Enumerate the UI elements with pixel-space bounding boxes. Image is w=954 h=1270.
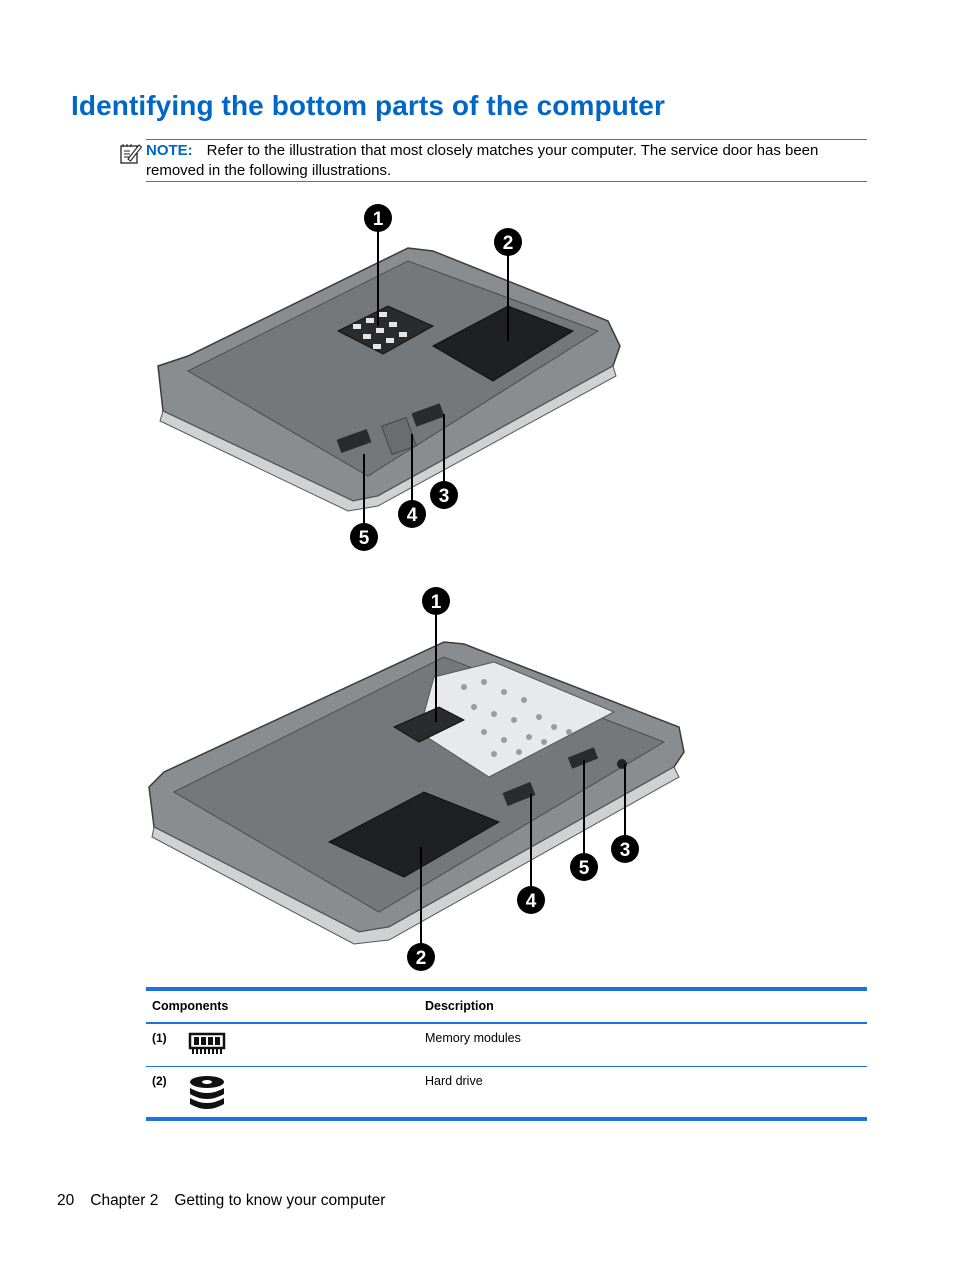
page-number: 20 <box>57 1192 75 1209</box>
components-table: Components Description (1) <box>146 987 867 1121</box>
note-label: NOTE: <box>146 142 193 159</box>
callout-2: 2 <box>503 233 514 254</box>
memory-module-icon <box>188 1032 226 1054</box>
page-footer: 20 Chapter 2 Getting to know your computer <box>57 1192 401 1210</box>
page-title: Identifying the bottom parts of the comp… <box>71 90 665 121</box>
callout-4: 4 <box>407 505 418 526</box>
callout-3: 3 <box>620 840 631 861</box>
row-description: Hard drive <box>425 1074 483 1088</box>
note-pencil-icon <box>120 144 143 164</box>
callout-1: 1 <box>373 209 384 230</box>
table-row: (1) Memory modules <box>146 1023 867 1067</box>
row-number: (2) <box>152 1074 167 1088</box>
callout-4: 4 <box>526 891 537 912</box>
description-header: Description <box>419 989 867 1024</box>
hard-drive-icon <box>190 1076 224 1109</box>
callout-5: 5 <box>359 528 370 549</box>
table-row: (2) Hard drive <box>146 1067 867 1120</box>
laptop-bottom-illustration-1: 1 2 3 4 5 <box>157 204 621 551</box>
laptop-bottom-illustration-2: 1 2 3 4 5 <box>148 587 685 971</box>
components-header: Components <box>146 989 419 1024</box>
callout-5: 5 <box>579 858 590 879</box>
callout-1: 1 <box>431 592 442 613</box>
row-number: (1) <box>146 1023 178 1067</box>
chapter-title: Getting to know your computer <box>174 1192 386 1209</box>
note-box: NOTE:Refer to the illustration that most… <box>146 139 867 182</box>
callout-3: 3 <box>439 486 450 507</box>
note-text: Refer to the illustration that most clos… <box>146 142 819 179</box>
row-description: Memory modules <box>419 1023 867 1067</box>
callout-2: 2 <box>416 948 427 969</box>
chapter-label: Chapter 2 <box>90 1192 159 1209</box>
